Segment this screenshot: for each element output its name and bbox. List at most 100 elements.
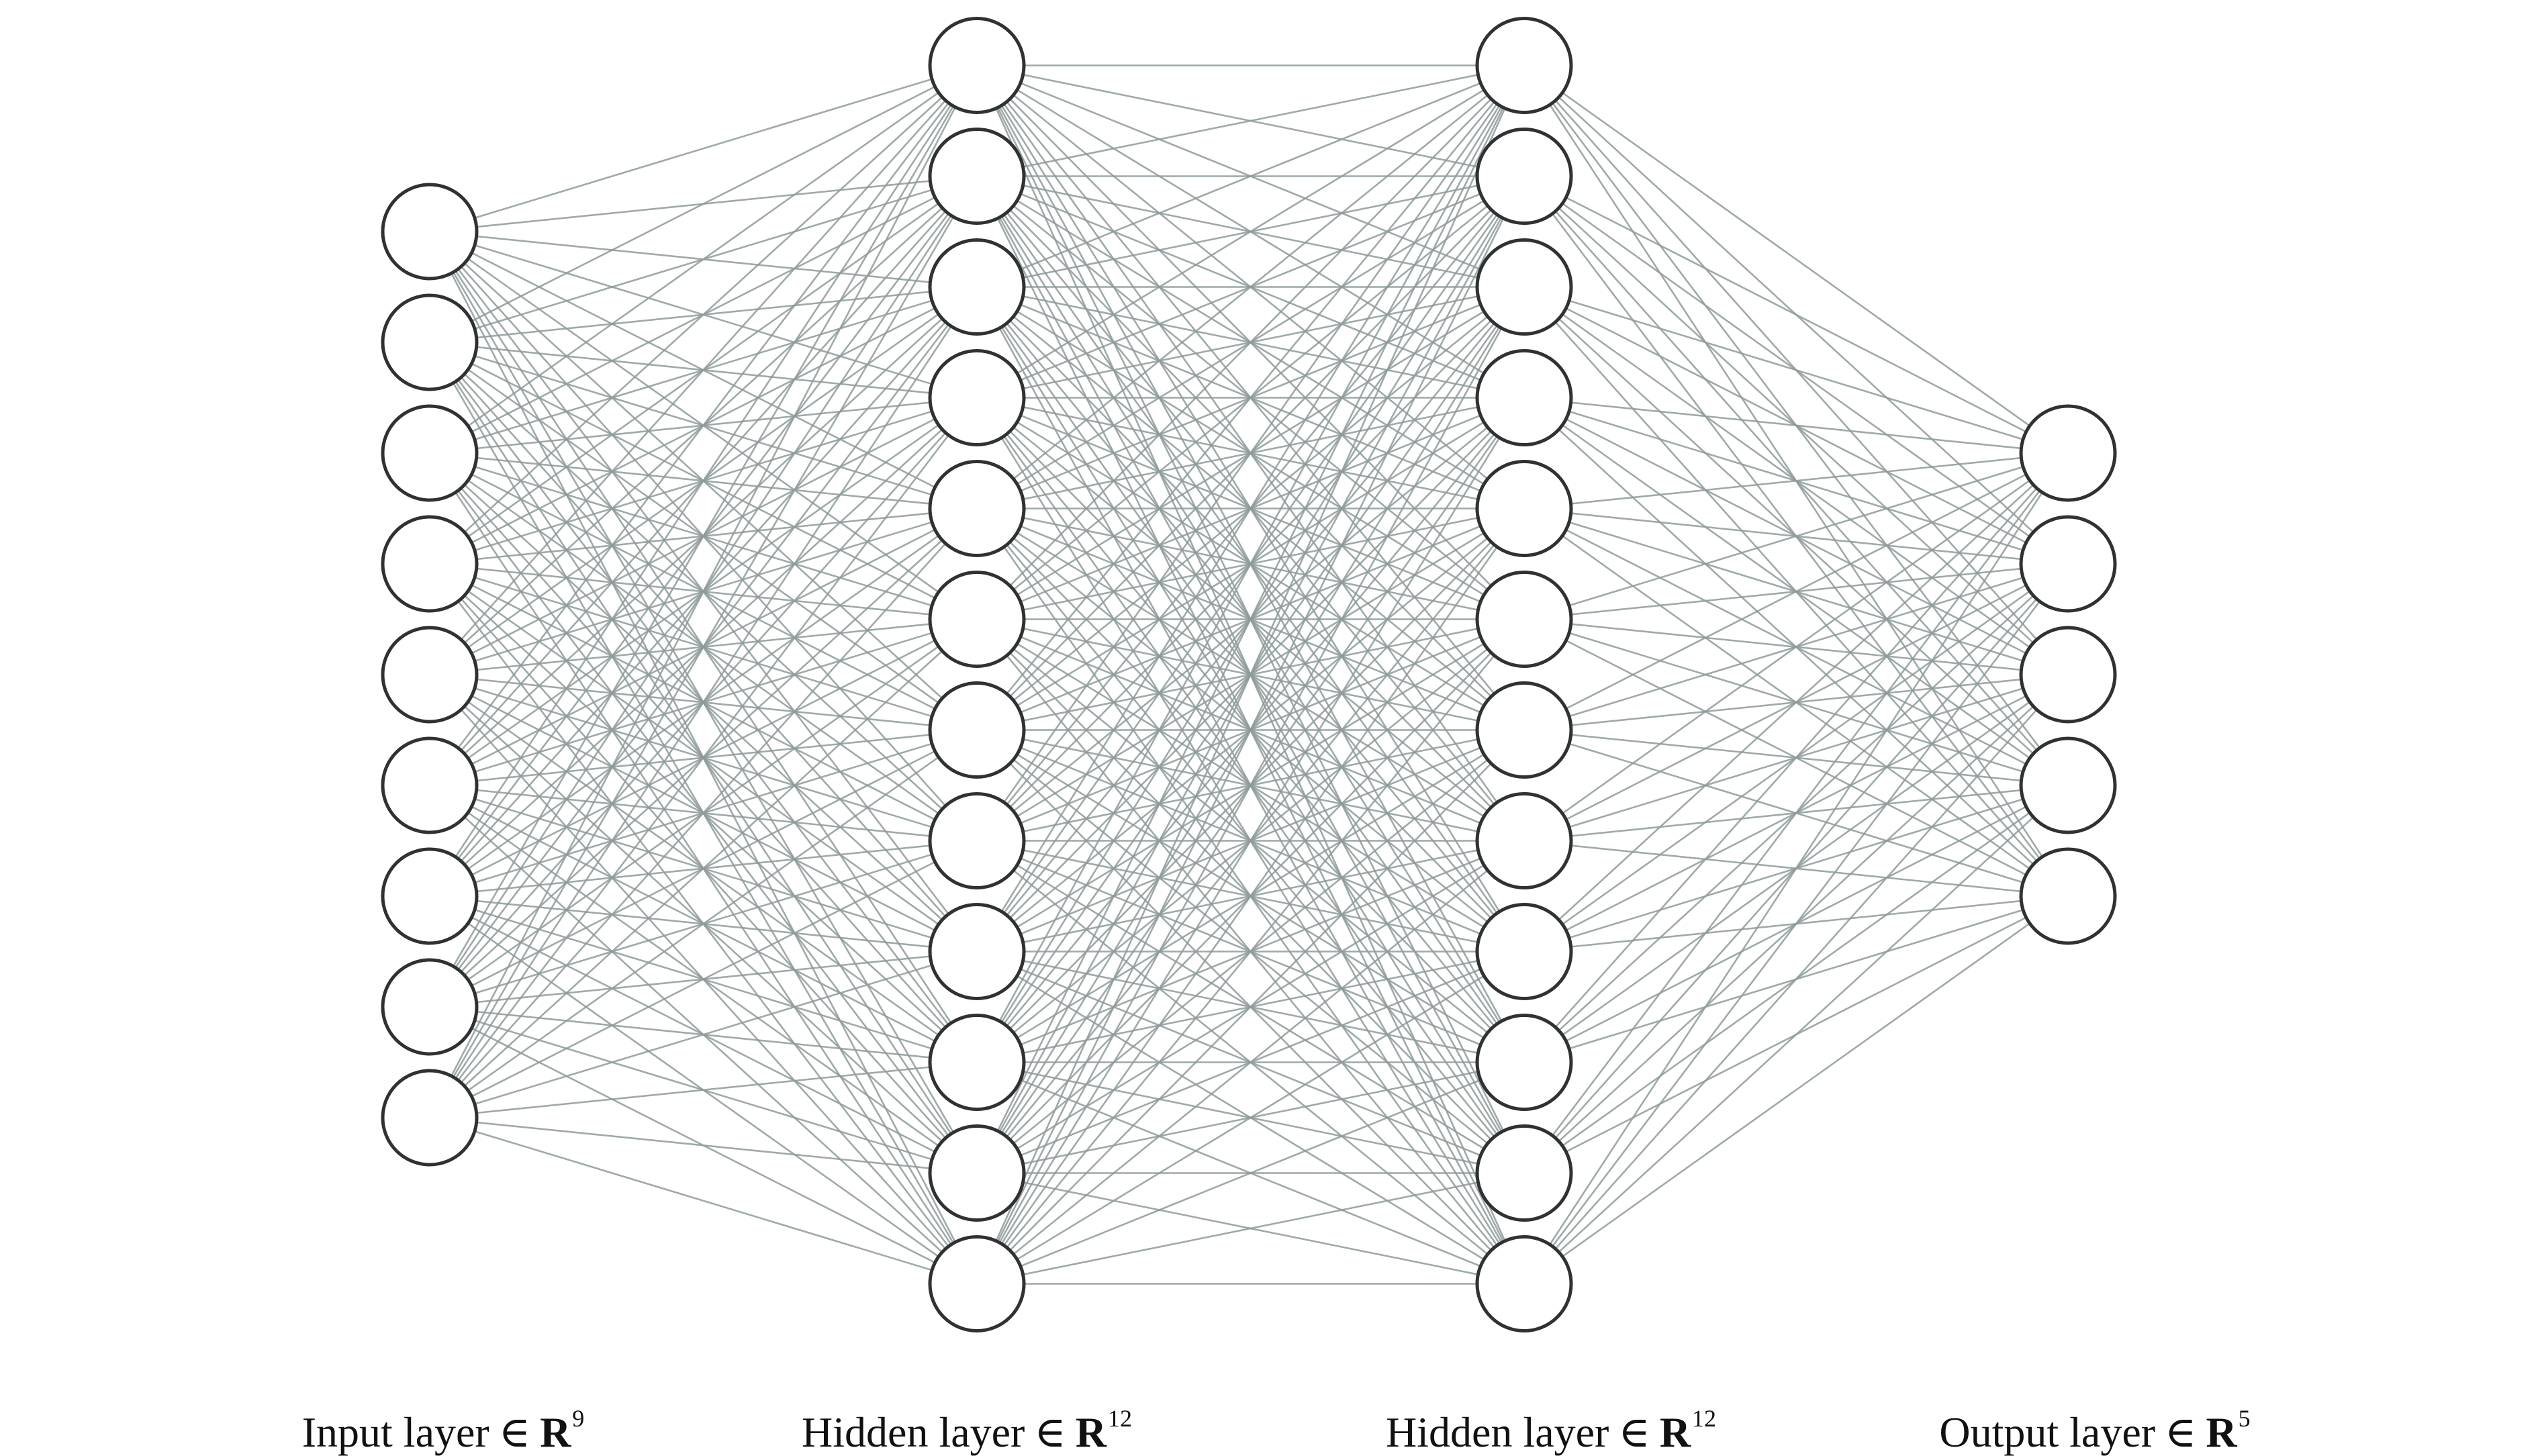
connection-l0-7-0 — [428, 64, 978, 1008]
connection-l1-11-10 — [976, 1172, 1525, 1285]
connection-l1-11-5 — [976, 618, 1525, 1285]
input-neuron-5 — [381, 626, 479, 724]
connection-l0-8-3 — [428, 397, 978, 1118]
connection-l2-5-0 — [1523, 452, 2069, 620]
connection-l0-8-5 — [429, 618, 978, 1118]
output-neuron-2 — [2019, 515, 2117, 613]
connection-l1-11-8 — [976, 951, 1525, 1285]
connection-l0-8-8 — [429, 951, 978, 1119]
hidden1-neuron-5 — [928, 460, 1026, 557]
connection-l2-0-0 — [1523, 64, 2069, 454]
hidden2-neuron-11 — [1475, 1124, 1573, 1222]
connection-l1-1-0 — [976, 64, 1525, 177]
connection-l2-4-0 — [1523, 452, 2069, 509]
connection-l2-6-0 — [1523, 452, 2069, 731]
connection-l2-3-0 — [1523, 397, 2069, 454]
set-symbol: R — [540, 1408, 571, 1456]
hidden2-neuron-6 — [1475, 571, 1573, 668]
hidden1-neuron-12 — [928, 1235, 1026, 1332]
neurons-group — [381, 17, 2117, 1332]
connection-l2-10-0 — [1523, 452, 2069, 1174]
dimension: 12 — [1691, 1405, 1716, 1432]
output-neuron-1 — [2019, 404, 2117, 502]
connection-l0-8-4 — [429, 507, 978, 1118]
connection-l0-8-11 — [429, 1116, 978, 1285]
connection-l2-11-3 — [1523, 785, 2069, 1285]
element-of-symbol: ∈ — [498, 1408, 531, 1456]
hidden1-neuron-2 — [928, 128, 1026, 225]
hidden2-neuron-4 — [1475, 349, 1573, 446]
connection-l1-6-0 — [976, 64, 1525, 731]
hidden2-neuron-2 — [1475, 128, 1573, 225]
connection-l1-11-9 — [976, 1061, 1525, 1285]
layer-name: Hidden layer — [1386, 1408, 1609, 1456]
connection-l2-7-0 — [1523, 452, 2069, 842]
element-of-symbol: ∈ — [1034, 1408, 1066, 1456]
connection-l0-8-0 — [428, 64, 978, 1118]
hidden2-neuron-10 — [1475, 1014, 1573, 1111]
input-neuron-4 — [381, 515, 479, 613]
connection-l1-11-1 — [976, 175, 1525, 1285]
input-neuron-3 — [381, 404, 479, 502]
input-neuron-7 — [381, 847, 479, 945]
connection-l1-11-2 — [976, 286, 1525, 1285]
connection-l1-5-0 — [976, 64, 1525, 620]
hidden2-neuron-12 — [1475, 1235, 1573, 1332]
layer-name: Input layer — [301, 1408, 489, 1456]
dimension: 9 — [572, 1405, 585, 1432]
connection-l0-3-0 — [429, 64, 978, 565]
hidden2-neuron-7 — [1475, 681, 1573, 779]
hidden-layer-1-label: Hidden layer∈R12 — [802, 1406, 1132, 1454]
hidden1-neuron-9 — [928, 903, 1026, 1000]
hidden1-neuron-1 — [928, 17, 1026, 114]
element-of-symbol: ∈ — [1618, 1408, 1650, 1456]
input-neuron-1 — [381, 183, 479, 281]
connection-l0-8-9 — [429, 1061, 978, 1119]
hidden-layer-2-label: Hidden layer∈R12 — [1386, 1406, 1716, 1454]
connection-l0-8-10 — [429, 1116, 978, 1174]
connection-l1-4-0 — [976, 64, 1525, 509]
input-layer-label: Input layer∈R9 — [302, 1406, 585, 1454]
output-neuron-5 — [2019, 847, 2117, 945]
connection-l2-11-4 — [1523, 895, 2069, 1285]
hidden1-neuron-11 — [928, 1124, 1026, 1222]
connection-l2-9-0 — [1523, 452, 2069, 1063]
connection-l1-7-0 — [976, 64, 1525, 842]
connections-group — [428, 64, 2069, 1285]
connection-l1-3-0 — [976, 64, 1525, 399]
connection-l1-10-0 — [976, 64, 1525, 1174]
dimension: 12 — [1107, 1405, 1132, 1432]
connection-l1-11-4 — [976, 507, 1525, 1285]
connection-l1-11-3 — [976, 397, 1525, 1285]
output-neuron-3 — [2019, 626, 2117, 724]
connection-l1-8-0 — [976, 64, 1525, 953]
hidden2-neuron-9 — [1475, 903, 1573, 1000]
connection-l0-4-0 — [429, 64, 978, 675]
hidden1-neuron-8 — [928, 792, 1026, 889]
input-neuron-6 — [381, 736, 479, 834]
set-symbol: R — [2206, 1408, 2237, 1456]
connection-l2-11-0 — [1523, 452, 2069, 1285]
set-symbol: R — [1659, 1408, 1691, 1456]
hidden1-neuron-3 — [928, 238, 1026, 336]
connection-l1-9-0 — [976, 64, 1525, 1063]
output-neuron-4 — [2019, 736, 2117, 834]
layer-name: Output layer — [1939, 1408, 2156, 1456]
hidden1-neuron-6 — [928, 571, 1026, 668]
hidden2-neuron-1 — [1475, 17, 1573, 114]
input-neuron-9 — [381, 1069, 479, 1167]
hidden1-neuron-4 — [928, 349, 1026, 446]
connection-l2-11-1 — [1523, 563, 2069, 1285]
connection-l0-8-1 — [428, 175, 978, 1118]
connection-l0-8-7 — [429, 840, 978, 1119]
connection-l0-8-6 — [429, 729, 978, 1119]
connection-l0-8-2 — [428, 286, 978, 1118]
connection-l0-5-0 — [428, 64, 978, 786]
connection-l1-11-0 — [976, 64, 1525, 1285]
hidden1-neuron-10 — [928, 1014, 1026, 1111]
hidden2-neuron-8 — [1475, 792, 1573, 889]
input-neuron-2 — [381, 293, 479, 391]
set-symbol: R — [1075, 1408, 1107, 1456]
connection-l0-0-0 — [429, 64, 978, 233]
